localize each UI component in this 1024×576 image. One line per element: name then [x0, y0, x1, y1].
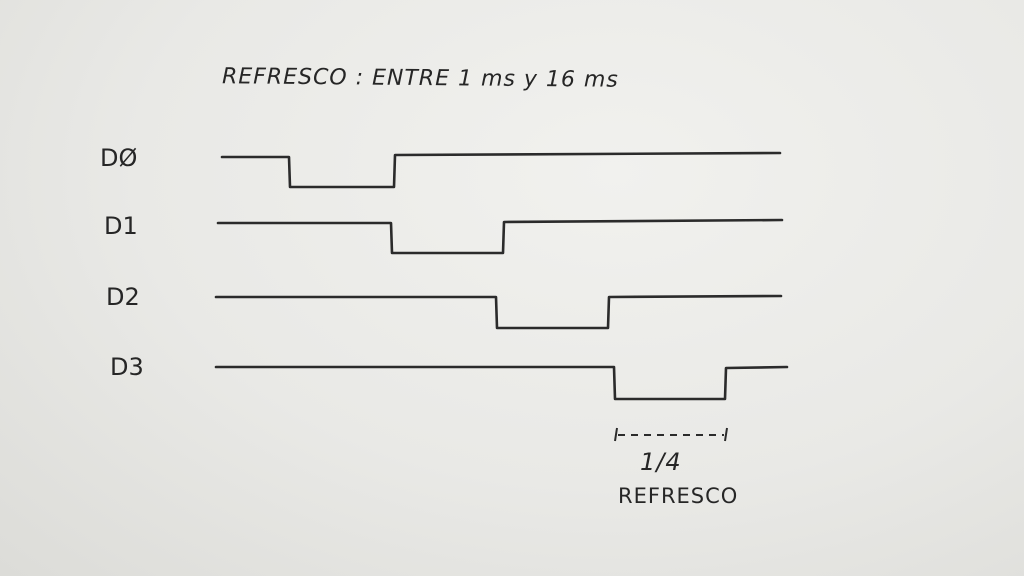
signal-trace-d0 — [220, 151, 782, 189]
signal-label-d1: D1 — [104, 212, 138, 240]
quarter-caption: REFRESCO — [618, 484, 739, 508]
signal-trace-d2 — [214, 294, 783, 330]
signal-label-d3: D3 — [110, 353, 144, 381]
signal-label-d0: DØ — [100, 144, 138, 172]
quarter-fraction-label: 1/4 — [640, 448, 682, 476]
signal-trace-d3 — [214, 365, 789, 401]
dimension-start-tick — [614, 427, 618, 442]
signal-trace-d1 — [216, 218, 784, 255]
dimension-end-tick — [724, 427, 728, 442]
signal-label-d2: D2 — [106, 283, 140, 311]
